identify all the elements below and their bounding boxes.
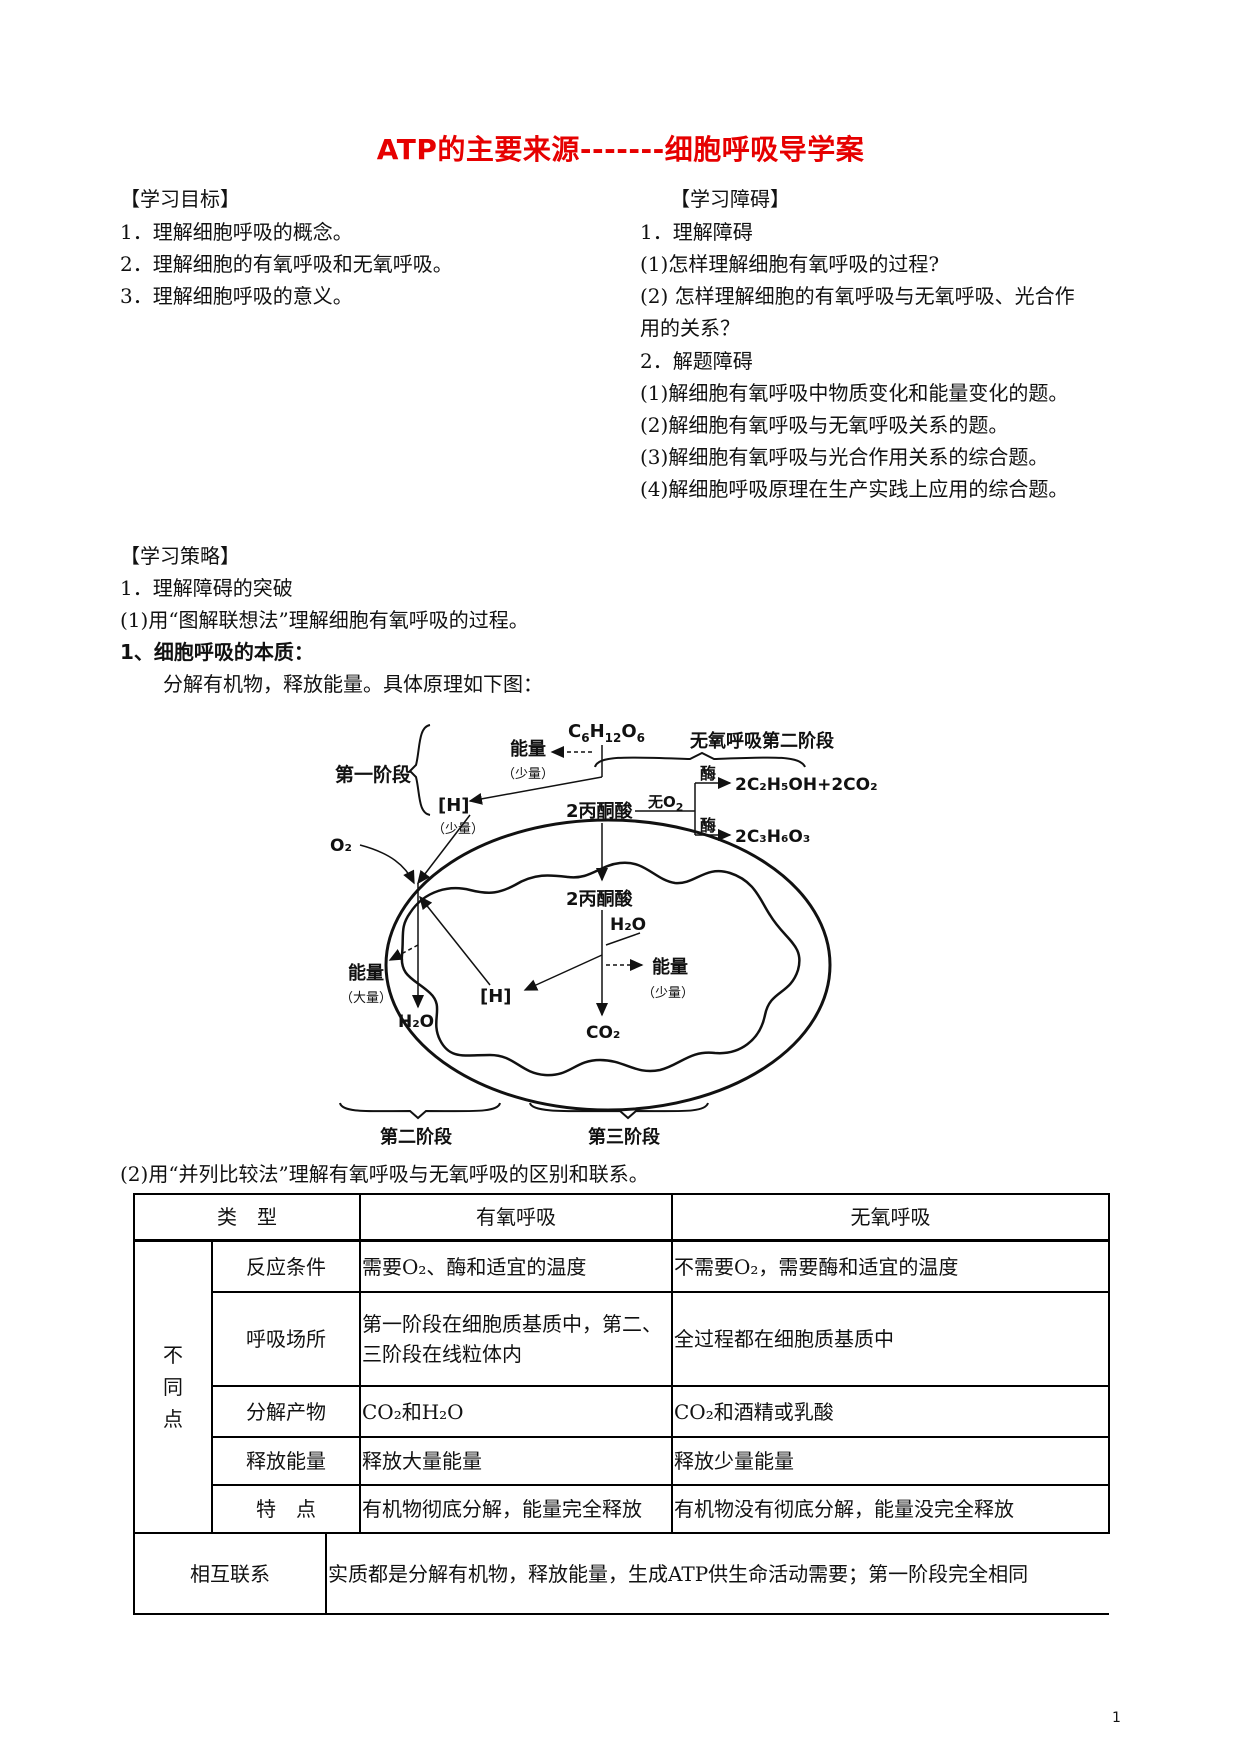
obstacle-line: (3)解细胞有氧呼吸与光合作用关系的综合题。 bbox=[640, 441, 1048, 473]
pyruvate-label: 2丙酮酸 bbox=[566, 888, 634, 910]
glucose-label: C6H12O6 bbox=[568, 721, 645, 745]
anaerobic-cell: 全过程都在细胞质基质中 bbox=[674, 1293, 1106, 1385]
table-header-type: 类 型 bbox=[135, 1195, 359, 1239]
obstacle-line: 2．解题障碍 bbox=[640, 345, 753, 377]
anaerobic-title: 无氧呼吸第二阶段 bbox=[690, 730, 835, 752]
obstacle-line: (2) 怎样理解细胞的有氧呼吸与无氧呼吸、光合作 bbox=[640, 280, 1075, 312]
stage2-label: 第二阶段 bbox=[380, 1126, 453, 1148]
amount-label: （少量） bbox=[502, 767, 554, 782]
section-desc: 分解有机物，释放能量。具体原理如下图： bbox=[163, 668, 543, 700]
no-o2-label: 无O2 bbox=[647, 793, 683, 814]
lactic-product: 2C₃H₆O₃ bbox=[735, 827, 810, 847]
amount-label: （大量） bbox=[340, 991, 392, 1006]
row-label: 反应条件 bbox=[213, 1242, 359, 1291]
section-heading: 1、细胞呼吸的本质： bbox=[120, 636, 314, 668]
row-label: 特 点 bbox=[213, 1486, 359, 1532]
strategy-line: 1．理解障碍的突破 bbox=[120, 572, 293, 604]
o2-label: O₂ bbox=[330, 836, 352, 856]
table-header-anaerobic: 无氧呼吸 bbox=[673, 1195, 1108, 1239]
obstacles-heading: 【学习障碍】 bbox=[670, 183, 790, 215]
aerobic-cell: CO₂和H₂O bbox=[362, 1387, 670, 1436]
obstacle-line: (1)解细胞有氧呼吸中物质变化和能量变化的题。 bbox=[640, 377, 1068, 409]
obstacle-line: 1．理解障碍 bbox=[640, 216, 753, 248]
row-label: 呼吸场所 bbox=[213, 1293, 359, 1385]
relation-text: 实质都是分解有机物，释放能量，生成ATP供生命活动需要；第一阶段完全相同 bbox=[328, 1534, 1108, 1613]
aerobic-cell: 释放大量能量 bbox=[362, 1438, 670, 1484]
obstacle-line: (4)解细胞呼吸原理在生产实践上应用的综合题。 bbox=[640, 473, 1068, 505]
relation-label: 相互联系 bbox=[135, 1534, 325, 1613]
obstacle-line: (2)解细胞有氧呼吸与无氧呼吸关系的题。 bbox=[640, 409, 1008, 441]
group-label-differences: 不 同 点 bbox=[135, 1242, 211, 1532]
goal-item: 3．理解细胞呼吸的意义。 bbox=[120, 280, 353, 312]
pyruvate-label: 2丙酮酸 bbox=[566, 800, 634, 822]
aerobic-cell: 需要O₂、酶和适宜的温度 bbox=[362, 1242, 670, 1291]
respiration-diagram: C6H12O6 第一阶段 能量 （少量） [H] （少量） 2丙酮酸 无氧呼吸第… bbox=[330, 715, 920, 1155]
table-header-aerobic: 有氧呼吸 bbox=[361, 1195, 671, 1239]
enzyme-label: 酶 bbox=[700, 764, 716, 783]
enzyme-label: 酶 bbox=[700, 816, 716, 835]
goal-item: 1．理解细胞呼吸的概念。 bbox=[120, 216, 353, 248]
ethanol-product: 2C₂H₅OH+2CO₂ bbox=[735, 775, 878, 795]
goals-heading: 【学习目标】 bbox=[120, 183, 240, 215]
h-label: [H] bbox=[438, 795, 470, 816]
obstacle-line: 用的关系？ bbox=[640, 312, 740, 344]
page-title: ATP的主要来源-------细胞呼吸导学案 bbox=[0, 128, 1241, 168]
stage1-label: 第一阶段 bbox=[335, 763, 412, 786]
anaerobic-cell: 释放少量能量 bbox=[674, 1438, 1106, 1484]
anaerobic-cell: 不需要O₂，需要酶和适宜的温度 bbox=[674, 1242, 1106, 1291]
h2o-product: H₂O bbox=[398, 1012, 434, 1032]
energy-label: 能量 bbox=[510, 738, 546, 760]
strategy-heading: 【学习策略】 bbox=[120, 540, 240, 572]
anaerobic-cell: 有机物没有彻底分解，能量没完全释放 bbox=[674, 1486, 1106, 1532]
h-label: [H] bbox=[480, 986, 512, 1007]
aerobic-cell: 第一阶段在细胞质基质中，第二、三阶段在线粒体内 bbox=[362, 1293, 668, 1385]
co2-product: CO₂ bbox=[586, 1023, 620, 1043]
page-number: 1 bbox=[1112, 1710, 1121, 1726]
energy-label: 能量 bbox=[348, 962, 384, 984]
strategy-line: (1)用“图解联想法”理解细胞有氧呼吸的过程。 bbox=[120, 604, 529, 636]
aerobic-cell: 有机物彻底分解，能量完全释放 bbox=[362, 1486, 670, 1532]
h2o-reactant: H₂O bbox=[610, 915, 646, 935]
row-label: 释放能量 bbox=[213, 1438, 359, 1484]
strategy-line: (2)用“并列比较法”理解有氧呼吸与无氧呼吸的区别和联系。 bbox=[120, 1158, 649, 1190]
row-label: 分解产物 bbox=[213, 1387, 359, 1436]
stage3-label: 第三阶段 bbox=[588, 1126, 661, 1148]
goal-item: 2．理解细胞的有氧呼吸和无氧呼吸。 bbox=[120, 248, 453, 280]
energy-label: 能量 bbox=[652, 956, 688, 978]
obstacle-line: (1)怎样理解细胞有氧呼吸的过程? bbox=[640, 248, 939, 280]
amount-label: （少量） bbox=[642, 986, 694, 1001]
anaerobic-cell: CO₂和酒精或乳酸 bbox=[674, 1387, 1106, 1436]
